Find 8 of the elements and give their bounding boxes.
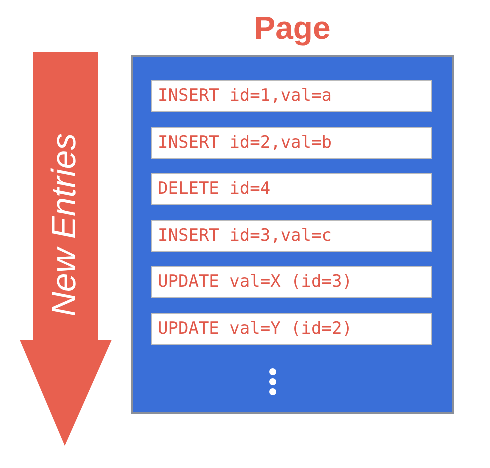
log-entry: UPDATE val=X (id=3) [151,266,432,298]
log-entry: INSERT id=1,val=a [151,80,432,112]
arrow-label: New Entries [46,133,84,317]
log-entry: DELETE id=4 [151,173,432,205]
log-entry: INSERT id=3,val=c [151,220,432,252]
log-entry: INSERT id=2,val=b [151,126,432,158]
log-entry: UPDATE val=Y (id=2) [151,312,432,344]
page-heading: Page [254,9,331,48]
